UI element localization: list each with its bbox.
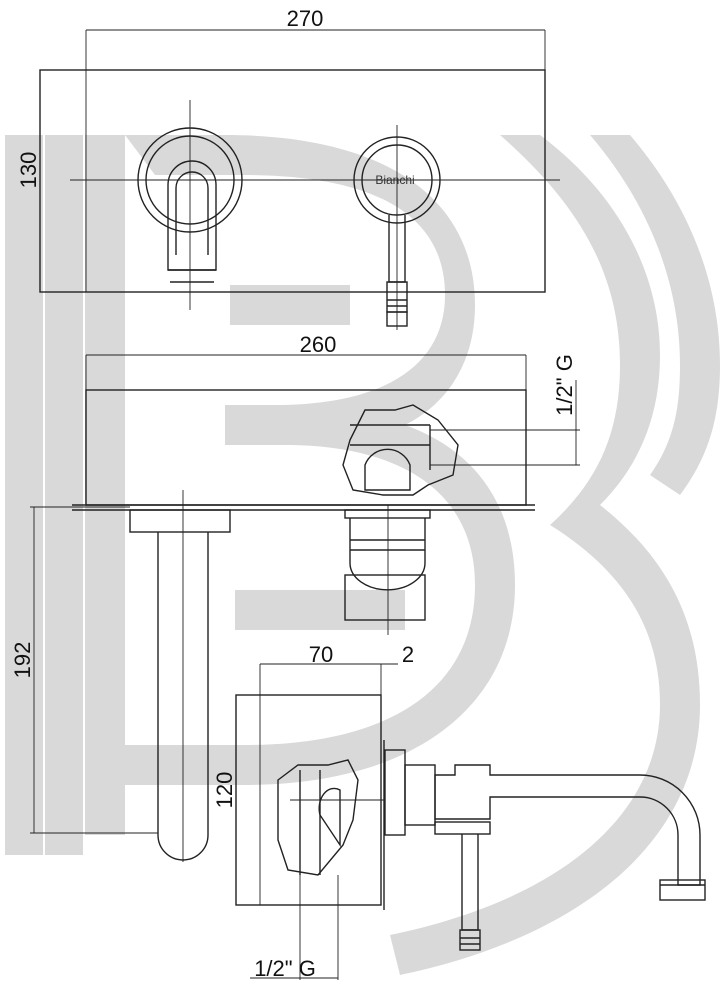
watermark-logo <box>5 135 720 975</box>
plan-view: 260 1/2" G 192 <box>10 332 580 862</box>
dim-192-label: 192 <box>10 642 35 679</box>
dim-70-label: 70 <box>309 642 333 667</box>
dim-130-label: 130 <box>16 152 41 189</box>
side-view: 70 2 120 1/2" G <box>212 642 706 981</box>
dim-120-label: 120 <box>212 772 237 809</box>
bottom-thread-label: 1/2" G <box>254 956 316 981</box>
brand-label: Bianchi <box>375 173 414 187</box>
dim-2-label: 2 <box>402 642 414 667</box>
dim-260-label: 260 <box>300 332 337 357</box>
dim-270-label: 270 <box>287 6 324 31</box>
mid-thread-label: 1/2" G <box>552 354 577 416</box>
front-view: 270 130 Bianchi <box>16 6 560 330</box>
